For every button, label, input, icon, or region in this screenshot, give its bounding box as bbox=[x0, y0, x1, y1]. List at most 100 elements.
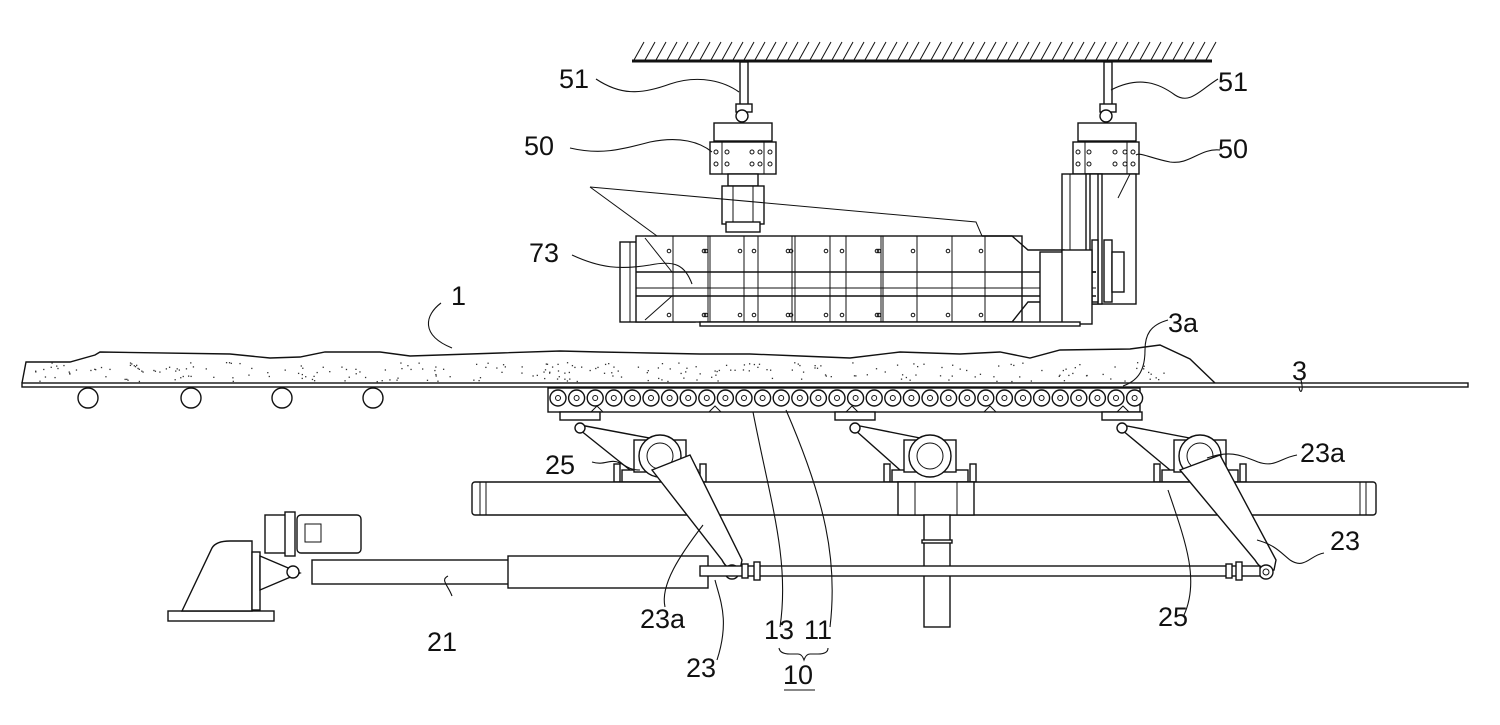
material-speck bbox=[251, 368, 252, 369]
hatch-line bbox=[964, 42, 974, 60]
material-speck bbox=[188, 375, 189, 376]
material-speck bbox=[826, 375, 827, 376]
roller bbox=[717, 390, 733, 406]
material-speck bbox=[389, 379, 390, 380]
material-speck bbox=[730, 370, 731, 371]
material-speck bbox=[885, 371, 886, 372]
material-speck bbox=[549, 372, 550, 373]
material-speck bbox=[169, 367, 170, 368]
material-speck bbox=[101, 367, 102, 368]
material-layer bbox=[22, 345, 1215, 383]
anchor-bolt bbox=[884, 464, 890, 482]
roller bbox=[810, 390, 826, 406]
material-speck bbox=[400, 362, 401, 363]
material-speck bbox=[852, 362, 853, 363]
material-speck bbox=[680, 373, 681, 374]
hatch-line bbox=[810, 42, 820, 60]
material-speck bbox=[183, 376, 184, 377]
material-speck bbox=[613, 366, 614, 367]
label-23a-left: 23a bbox=[640, 604, 686, 634]
material-speck bbox=[608, 363, 609, 364]
material-speck bbox=[443, 369, 444, 370]
material-speck bbox=[35, 371, 36, 372]
material-speck bbox=[993, 376, 994, 377]
material-speck bbox=[1143, 368, 1144, 369]
roller bbox=[643, 390, 659, 406]
material-speck bbox=[1022, 363, 1023, 364]
hatch-line bbox=[1206, 42, 1216, 60]
material-speck bbox=[757, 367, 758, 368]
material-speck bbox=[410, 369, 411, 370]
material-speck bbox=[820, 365, 821, 366]
material-speck bbox=[1041, 370, 1042, 371]
hatch-line bbox=[722, 42, 732, 60]
material-speck bbox=[355, 369, 356, 370]
label-23-right: 23 bbox=[1330, 526, 1360, 556]
material-speck bbox=[142, 371, 143, 372]
material-speck bbox=[478, 380, 479, 381]
material-speck bbox=[422, 368, 423, 369]
material-speck bbox=[734, 370, 735, 371]
material-speck bbox=[401, 368, 402, 369]
material-speck bbox=[547, 364, 548, 365]
material-speck bbox=[231, 363, 232, 364]
roller-assembly bbox=[548, 388, 1143, 412]
material-speck bbox=[546, 363, 547, 364]
material-speck bbox=[487, 363, 488, 364]
material-speck bbox=[662, 363, 663, 364]
material-speck bbox=[1013, 365, 1014, 366]
material-speck bbox=[407, 365, 408, 366]
material-speck bbox=[190, 362, 191, 363]
material-speck bbox=[505, 366, 506, 367]
material-speck bbox=[90, 370, 91, 371]
material-speck bbox=[105, 376, 106, 377]
material-speck bbox=[770, 370, 771, 371]
roller bbox=[624, 390, 640, 406]
material-speck bbox=[590, 370, 591, 371]
hatch-line bbox=[634, 42, 644, 60]
link-arm-top bbox=[580, 425, 660, 440]
roller bbox=[755, 390, 771, 406]
hatch-line bbox=[656, 42, 666, 60]
material-speck bbox=[683, 377, 684, 378]
material-speck bbox=[685, 371, 686, 372]
hatch-line bbox=[1085, 42, 1095, 60]
roller bbox=[569, 390, 585, 406]
hatch-line bbox=[876, 42, 886, 60]
label-21: 21 bbox=[427, 627, 457, 657]
lift-unit-left bbox=[710, 142, 776, 232]
link-mount bbox=[1102, 412, 1142, 420]
material-speck bbox=[131, 363, 132, 364]
material-speck bbox=[359, 371, 360, 372]
material-speck bbox=[232, 377, 233, 378]
material-speck bbox=[998, 365, 999, 366]
material-speck bbox=[803, 371, 804, 372]
label-50-left: 50 bbox=[524, 131, 554, 161]
material-speck bbox=[557, 378, 558, 379]
material-speck bbox=[696, 379, 697, 380]
roller bbox=[606, 390, 622, 406]
hatch-line bbox=[1096, 42, 1106, 60]
link-arm-bottom bbox=[855, 430, 900, 470]
material-speck bbox=[382, 380, 383, 381]
material-speck bbox=[136, 365, 137, 366]
hatch-line bbox=[711, 42, 721, 60]
material-speck bbox=[572, 365, 573, 366]
roller bbox=[885, 390, 901, 406]
hatch-line bbox=[755, 42, 765, 60]
material-speck bbox=[302, 378, 303, 379]
material-speck bbox=[906, 377, 907, 378]
hatch-line bbox=[953, 42, 963, 60]
material-speck bbox=[186, 368, 187, 369]
material-speck bbox=[177, 368, 178, 369]
material-speck bbox=[749, 363, 750, 364]
material-speck bbox=[544, 378, 545, 379]
label-51-right: 51 bbox=[1218, 67, 1248, 97]
link-arm-bottom bbox=[1122, 430, 1170, 470]
material-speck bbox=[1075, 367, 1076, 368]
roller bbox=[1052, 390, 1068, 406]
pivot-housing bbox=[909, 435, 951, 477]
roller bbox=[662, 390, 678, 406]
material-speck bbox=[1156, 377, 1157, 378]
